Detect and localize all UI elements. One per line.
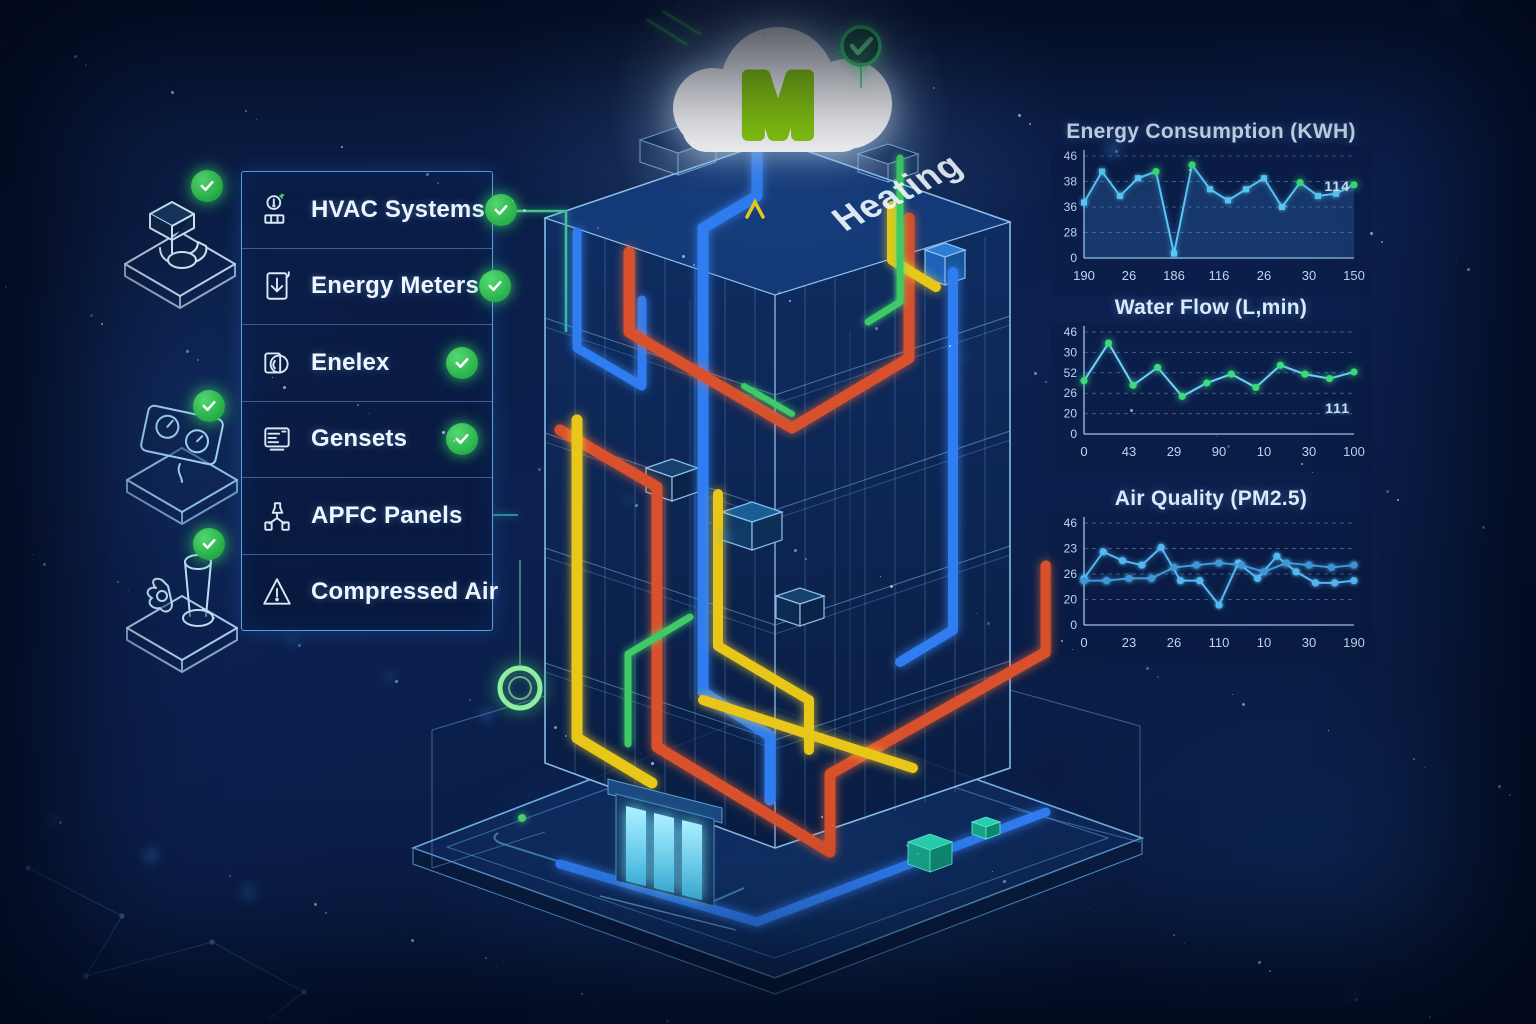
svg-text:26: 26 <box>1167 635 1181 650</box>
annex-wireframes <box>431 689 1141 869</box>
svg-text:20: 20 <box>1064 593 1078 607</box>
svg-text:90: 90 <box>1212 444 1226 459</box>
checklist-label: Energy Meters <box>311 272 479 300</box>
checklist-label: Compressed Air <box>311 578 499 606</box>
check-icon <box>446 346 478 379</box>
checklist-item-gensets[interactable]: Gensets <box>242 402 492 478</box>
svg-text:46: 46 <box>1064 516 1078 530</box>
device-check-icon <box>193 528 225 560</box>
check-icon <box>446 423 478 456</box>
check-icon <box>479 270 511 303</box>
checklist-label: Enelex <box>311 348 390 376</box>
compressed-air-icon <box>258 573 296 611</box>
svg-text:28: 28 <box>1064 226 1078 240</box>
blue-pipes <box>555 146 1051 927</box>
device-check-icon <box>191 170 223 202</box>
svg-text:52: 52 <box>1064 366 1078 380</box>
svg-text:30: 30 <box>1064 345 1078 359</box>
svg-text:29: 29 <box>1167 444 1181 459</box>
svg-text:46: 46 <box>1064 325 1078 339</box>
svg-text:23: 23 <box>1064 542 1078 556</box>
green-pipes <box>624 10 904 748</box>
svg-text:30: 30 <box>1302 268 1316 283</box>
check-icon <box>485 193 518 226</box>
chart-annotation: 111 <box>1325 400 1350 416</box>
dual-meter-panel[interactable] <box>112 378 252 528</box>
chart-title: Water Flow (L,min) <box>1114 296 1308 319</box>
svg-text:186: 186 <box>1163 268 1185 283</box>
svg-text:26: 26 <box>1064 567 1078 581</box>
building-tower <box>543 126 1012 849</box>
device-check-icon <box>193 390 225 422</box>
chart-annotation: 114 <box>1324 178 1350 194</box>
checklist-label: HVAC Systems <box>311 195 486 223</box>
cloud-logo-letter: M <box>742 58 814 154</box>
controller-device[interactable] <box>110 162 250 312</box>
hvac-unit-cubes <box>644 242 967 627</box>
track-node <box>518 814 526 822</box>
chart-title: Energy Consumption (KWH) <box>1066 120 1356 143</box>
svg-text:30: 30 <box>1302 635 1316 650</box>
building-zone-label: Heating <box>824 146 971 238</box>
checklist-item-compressed-air[interactable]: Compressed Air <box>242 555 498 631</box>
checklist-label: Gensets <box>311 425 408 453</box>
svg-text:10: 10 <box>1257 635 1271 650</box>
svg-text:116: 116 <box>1209 268 1230 283</box>
platform-track <box>493 832 745 906</box>
systems-checklist-panel: HVAC Systems Energy Meters Enelex <box>241 171 518 631</box>
svg-text:30: 30 <box>1302 444 1316 459</box>
svg-text:46: 46 <box>1064 149 1078 163</box>
cloud-glow <box>610 0 950 280</box>
apfc-panel-icon <box>258 497 296 535</box>
right-tank <box>923 242 967 286</box>
pump-station[interactable] <box>112 524 252 674</box>
panel-connector-line <box>492 209 568 516</box>
svg-text:26: 26 <box>1122 268 1136 283</box>
svg-text:100: 100 <box>1343 444 1365 459</box>
svg-text:23: 23 <box>1122 635 1136 650</box>
svg-text:190: 190 <box>1073 268 1095 283</box>
svg-text:38: 38 <box>1064 175 1078 189</box>
genset-icon <box>258 420 296 458</box>
pipe-network <box>554 10 1052 927</box>
energy-meter-icon <box>258 267 296 305</box>
svg-text:0: 0 <box>1070 251 1077 265</box>
checklist-item-hvac-systems[interactable]: HVAC Systems <box>242 172 518 249</box>
svg-text:0: 0 <box>1080 635 1087 650</box>
svg-text:20: 20 <box>1064 407 1078 421</box>
teal-units <box>906 816 1002 873</box>
svg-text:0: 0 <box>1070 427 1077 441</box>
checklist-label: APFC Panels <box>311 501 463 529</box>
roof-face <box>543 139 1012 296</box>
svg-text:26: 26 <box>1257 268 1271 283</box>
chart-title: Air Quality (PM2.5) <box>1114 487 1308 510</box>
svg-text:190: 190 <box>1343 635 1365 650</box>
svg-text:0: 0 <box>1080 444 1087 459</box>
base-platform <box>410 707 1145 995</box>
entrance-door <box>599 778 737 931</box>
svg-text:150: 150 <box>1343 268 1365 283</box>
cloud-check-icon <box>840 25 882 88</box>
hvac-controller-icon <box>258 191 296 229</box>
cloud-logo: M <box>673 27 892 160</box>
enelex-device-icon <box>258 344 296 382</box>
svg-text:10: 10 <box>1257 444 1271 459</box>
checklist-item-apfc-panels[interactable]: APFC Panels <box>242 478 492 555</box>
yellow-pipes <box>571 201 941 789</box>
svg-text:43: 43 <box>1122 444 1136 459</box>
checklist-item-enelex[interactable]: Enelex <box>242 325 492 402</box>
constellation-lines <box>25 865 307 1021</box>
energy-consumption-chart: Energy Consumption (KWH) 46 38 36 28 0 190 26 1… <box>1050 120 1372 296</box>
svg-text:36: 36 <box>1064 200 1078 214</box>
svg-text:110: 110 <box>1209 635 1230 650</box>
checklist-item-energy-meters[interactable]: Energy Meters <box>242 249 511 325</box>
svg-text:26: 26 <box>1064 386 1078 400</box>
yellow-arrow-icon <box>745 198 765 219</box>
svg-text:0: 0 <box>1070 618 1077 632</box>
status-ring <box>497 560 543 711</box>
red-pipes <box>554 212 1052 858</box>
